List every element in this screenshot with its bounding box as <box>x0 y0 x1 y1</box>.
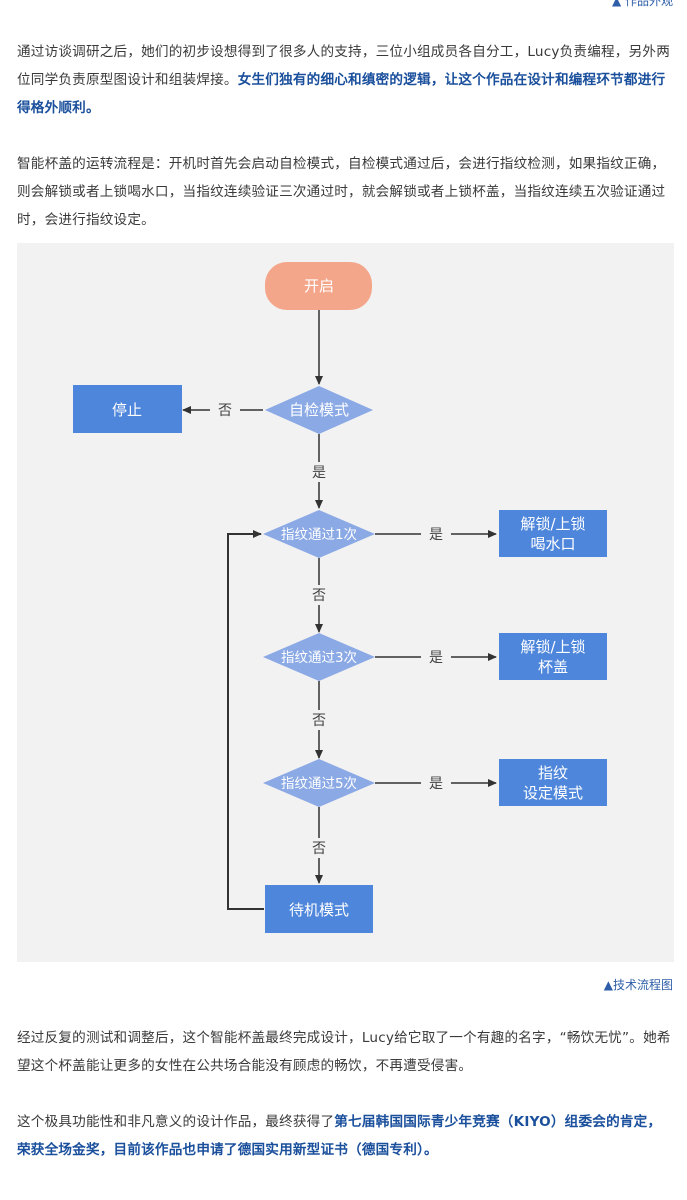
standby-label: 待机模式 <box>289 901 349 919</box>
check1-diamond <box>263 510 375 558</box>
label-no-check5: 否 <box>312 841 326 857</box>
self-check-diamond <box>265 386 373 434</box>
figure-caption: ▲技术流程图 <box>603 978 673 992</box>
paragraph-text: 这个极具功能性和非凡意义的设计作品，最终获得了 <box>17 1114 335 1130</box>
start-node-label: 开启 <box>304 277 334 295</box>
paragraph-award: 这个极具功能性和非凡意义的设计作品，最终获得了第七届韩国国际青少年竞赛（KIYO… <box>17 1108 673 1164</box>
paragraph-workflow: 智能杯盖的运转流程是：开机时首先会启动自检模式，自检模式通过后，会进行指纹检测，… <box>17 156 666 228</box>
standby-box <box>265 885 373 933</box>
result5-box <box>499 759 607 806</box>
check5-diamond <box>263 759 375 807</box>
result1-line2: 喝水口 <box>530 535 575 553</box>
paragraph-naming: 经过反复的测试和调整后，这个智能杯盖最终完成设计，Lucy给它取了一个有趣的名字… <box>17 1030 671 1074</box>
paragraph-highlight: 女生们独有的细心和缜密的逻辑，让这个作品在设计和编程环节都进行得格外顺利。 <box>17 72 666 116</box>
image-caption-top: ▲ 作品外观 <box>611 0 673 8</box>
flowchart-svg: 否 是 是 否 是 否 是 否 开启 自检模式 停止 指纹通过1次 解锁/上锁 … <box>73 262 607 933</box>
self-check-label: 自检模式 <box>289 401 349 419</box>
result3-box <box>499 633 607 680</box>
result3-line1: 解锁/上锁 <box>520 638 585 656</box>
check3-diamond <box>263 633 375 681</box>
label-yes-check3: 是 <box>429 650 443 666</box>
result3-line2: 杯盖 <box>538 658 568 676</box>
check1-label: 指纹通过1次 <box>281 527 357 543</box>
edge-standby-loop-to-check1 <box>227 530 264 910</box>
paragraph-highlight: 第七届韩国国际青少年竞赛（KIYO）组委会的肯定，荣获全场金奖，目前该作品也申请… <box>17 1114 662 1158</box>
result1-line1: 解锁/上锁 <box>520 515 585 533</box>
label-no-selfcheck: 否 <box>218 403 232 419</box>
label-yes-check1: 是 <box>429 527 443 543</box>
label-no-check3: 否 <box>312 713 326 729</box>
paragraph-text: 通过访谈调研之后，她们的初步设想得到了很多人的支持，三位小组成员各自分工，Luc… <box>17 44 670 88</box>
result5-line1: 指纹 <box>538 764 568 782</box>
stop-box <box>73 385 182 433</box>
label-yes-check5: 是 <box>429 776 443 792</box>
flowchart-figure: 否 是 是 否 是 否 是 否 开启 自检模式 停止 指纹通过1次 解锁/上锁 … <box>17 243 674 962</box>
result1-box <box>499 510 607 557</box>
paragraph-research: 通过访谈调研之后，她们的初步设想得到了很多人的支持，三位小组成员各自分工，Luc… <box>17 38 673 122</box>
check3-label: 指纹通过3次 <box>281 650 357 666</box>
start-node <box>265 262 372 310</box>
check5-label: 指纹通过5次 <box>281 776 357 792</box>
result5-line2: 设定模式 <box>523 784 583 802</box>
label-yes-selfcheck: 是 <box>312 465 326 481</box>
stop-label: 停止 <box>112 401 142 419</box>
label-no-check1: 否 <box>312 588 326 604</box>
